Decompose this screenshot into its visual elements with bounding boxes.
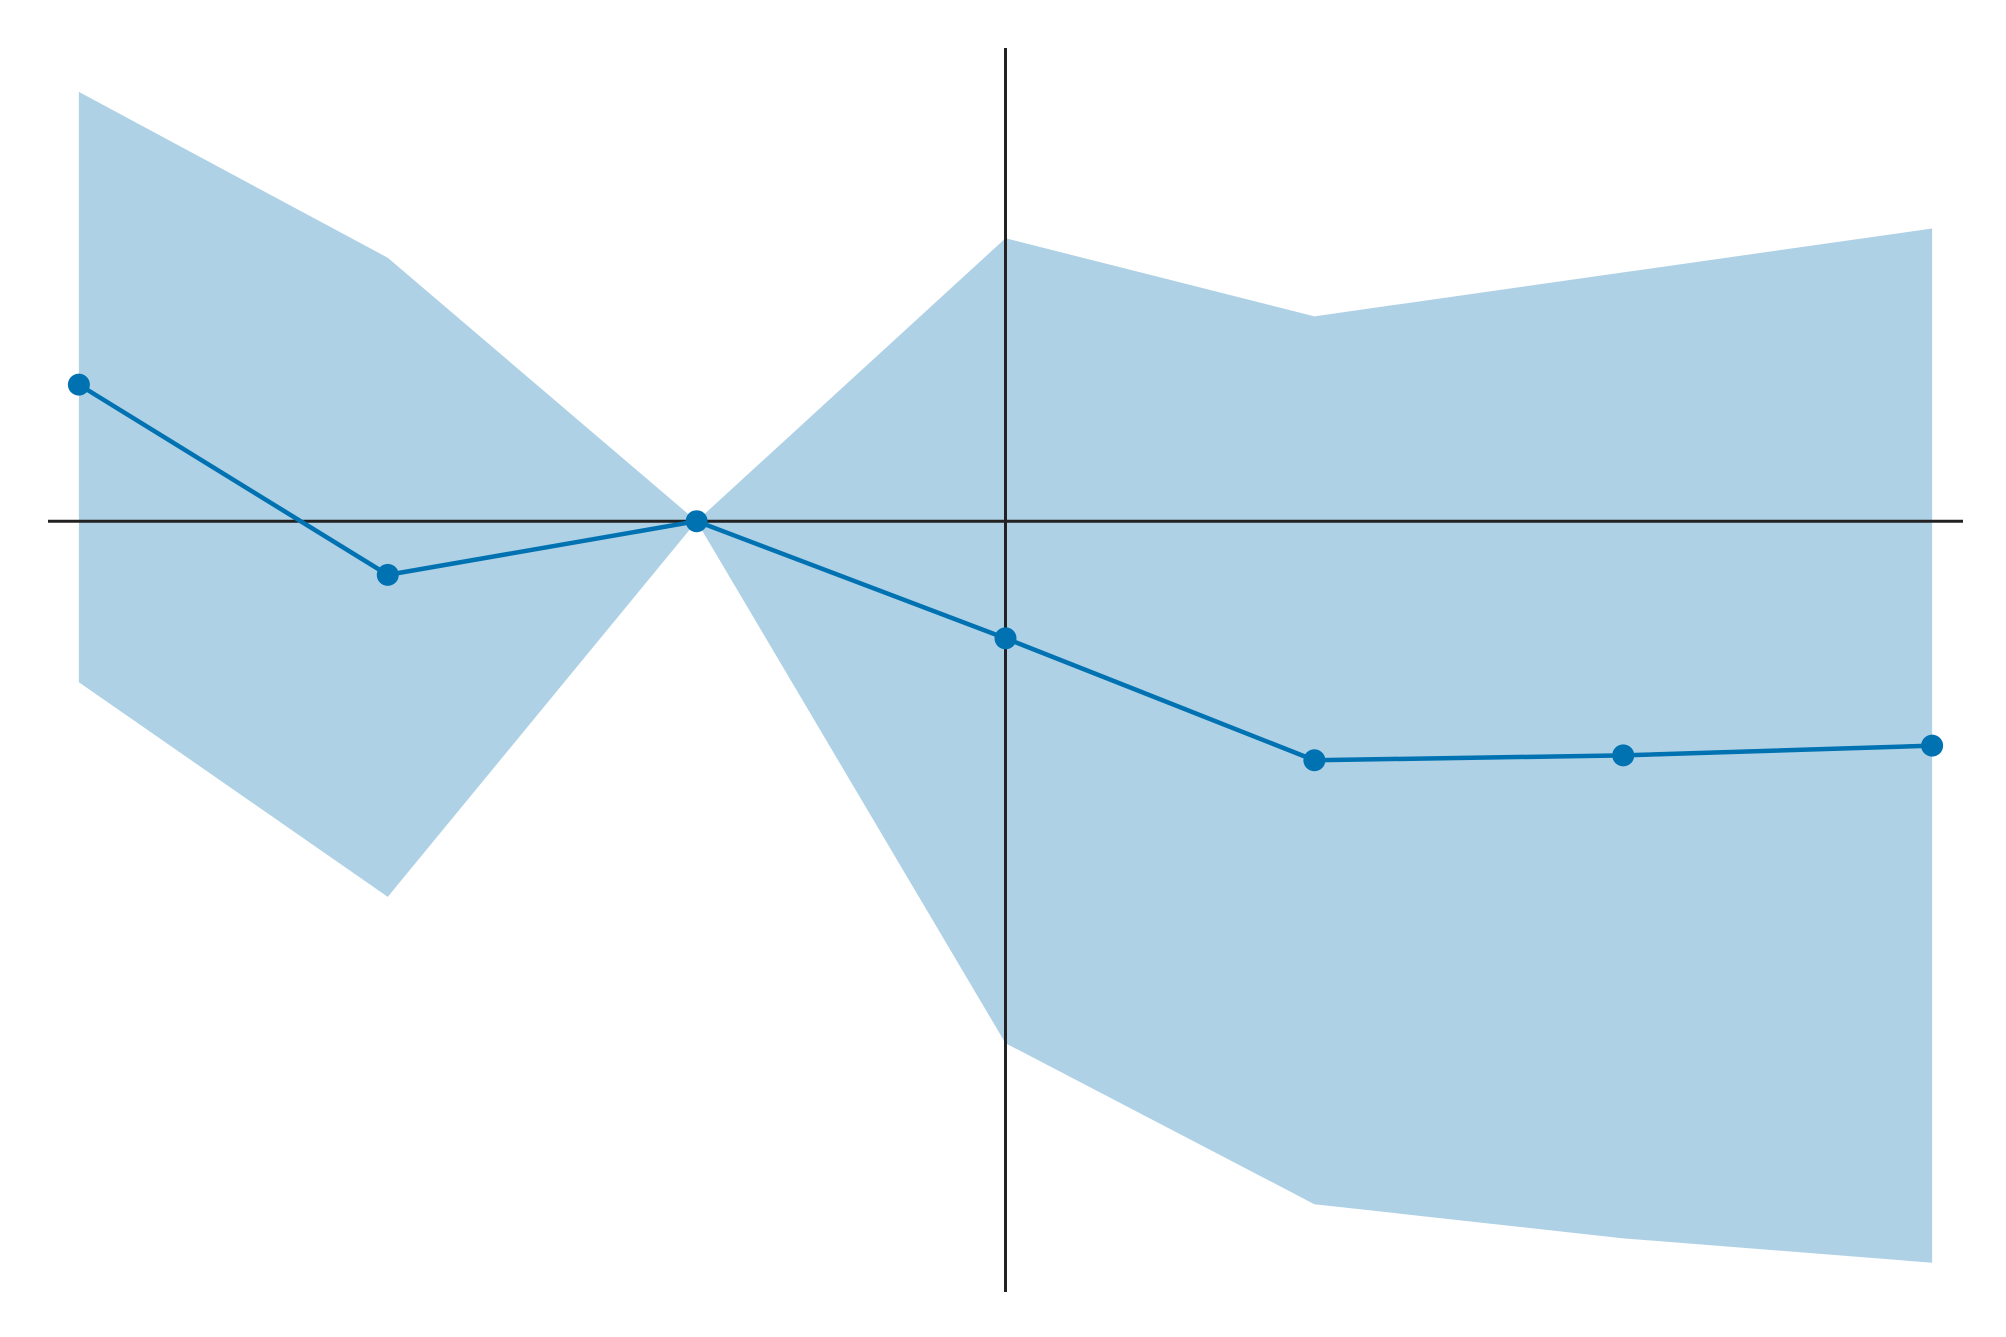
data-point — [994, 627, 1017, 650]
data-point — [685, 510, 708, 533]
data-point — [376, 563, 399, 586]
data-point — [1612, 744, 1635, 767]
data-point — [67, 373, 90, 396]
data-point — [1921, 734, 1944, 757]
data-point — [1303, 749, 1326, 772]
